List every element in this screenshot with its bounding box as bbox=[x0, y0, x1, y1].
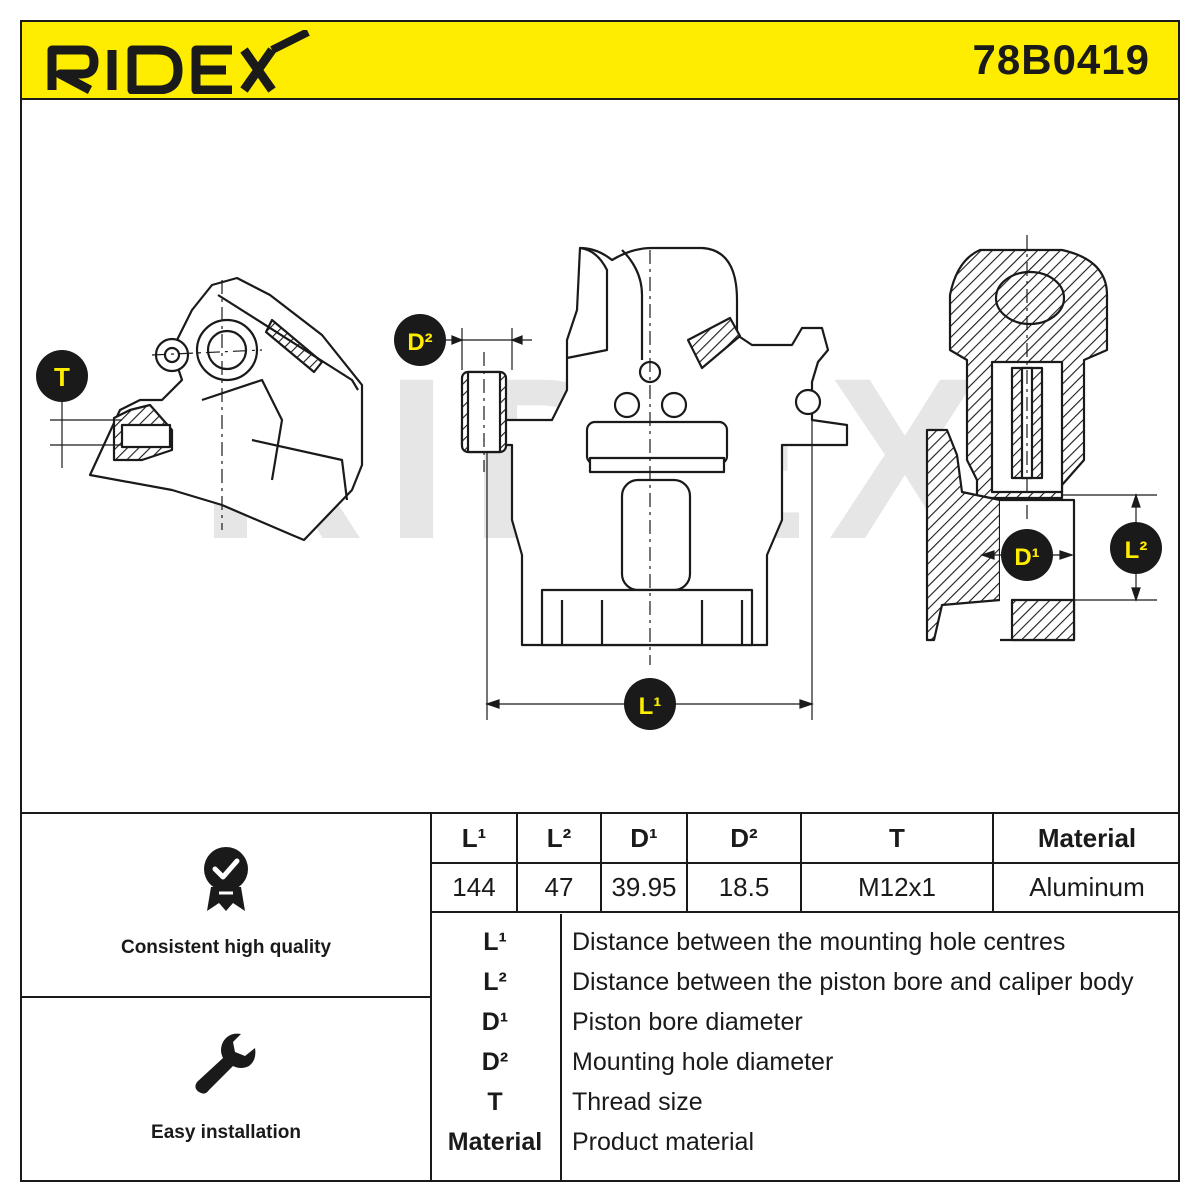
callout-d2-label: D² bbox=[407, 329, 432, 356]
feature-divider bbox=[20, 996, 430, 998]
legend-desc-material: Product material bbox=[572, 1128, 755, 1156]
callout-t-label: T bbox=[54, 362, 70, 392]
callout-d1-label: D¹ bbox=[1014, 544, 1039, 571]
section-divider bbox=[20, 812, 1180, 814]
spec-value-l2: 47 bbox=[516, 862, 602, 913]
spec-value-l1: 144 bbox=[430, 862, 518, 913]
spec-header-d2: D² bbox=[686, 814, 802, 864]
spec-header-l1: L¹ bbox=[430, 814, 518, 864]
legend-key-l1: L¹ bbox=[483, 928, 507, 956]
legend-row-material: Material Product material bbox=[430, 1128, 1180, 1168]
callout-t: T bbox=[36, 350, 88, 402]
legend-row-d2: D² Mounting hole diameter bbox=[430, 1048, 1180, 1088]
feature-installation: Easy installation bbox=[22, 1030, 430, 1143]
spec-value-material: Aluminum bbox=[992, 862, 1180, 913]
callout-l1-label: L¹ bbox=[639, 693, 662, 720]
callout-d2: D² bbox=[394, 314, 446, 366]
spec-header-row: L¹ L² D¹ D² T Material bbox=[430, 814, 1180, 864]
legend-key-d2: D² bbox=[481, 1048, 509, 1076]
callout-d1: D¹ bbox=[1001, 529, 1053, 581]
dimension-legend: L¹ Distance between the mounting hole ce… bbox=[430, 914, 1180, 1182]
legend-row-l1: L¹ Distance between the mounting hole ce… bbox=[430, 928, 1180, 968]
spec-header-d1: D¹ bbox=[600, 814, 688, 864]
callout-l1: L¹ bbox=[624, 678, 676, 730]
spec-header-l2: L² bbox=[516, 814, 602, 864]
part-number: 78B0419 bbox=[972, 36, 1150, 83]
dimension-t bbox=[50, 390, 122, 468]
dimension-d2 bbox=[442, 328, 532, 370]
column-divider bbox=[430, 812, 432, 1182]
legend-separator bbox=[560, 914, 562, 1182]
spec-header-material: Material bbox=[992, 814, 1180, 864]
spec-value-d1: 39.95 bbox=[600, 862, 688, 913]
callout-l2: L² bbox=[1110, 522, 1162, 574]
spec-table: L¹ L² D¹ D² T Material 144 47 39.95 18.5… bbox=[430, 814, 1180, 913]
caliper-section-view bbox=[925, 235, 1109, 642]
feature-installation-label: Easy installation bbox=[151, 1122, 301, 1143]
spec-header-t: T bbox=[800, 814, 994, 864]
legend-key-material: Material bbox=[447, 1128, 543, 1156]
caliper-drawing: RIDEX bbox=[36, 235, 1162, 730]
legend-row-d1: D¹ Piston bore diameter bbox=[430, 1008, 1180, 1048]
feature-quality-label: Consistent high quality bbox=[120, 937, 332, 958]
header-bar: 78B0419 bbox=[20, 20, 1180, 100]
page-frame bbox=[20, 20, 1180, 1182]
legend-key-t: T bbox=[487, 1088, 503, 1116]
legend-row-l2: L² Distance between the piston bore and … bbox=[430, 968, 1180, 1008]
callout-l2-label: L² bbox=[1125, 537, 1148, 564]
legend-desc-d2: Mounting hole diameter bbox=[572, 1048, 834, 1076]
ridex-logo bbox=[47, 30, 310, 94]
legend-desc-l2: Distance between the piston bore and cal… bbox=[572, 968, 1134, 996]
spec-value-d2: 18.5 bbox=[686, 862, 802, 913]
spec-value-row: 144 47 39.95 18.5 M12x1 Aluminum bbox=[430, 862, 1180, 913]
legend-desc-d1: Piston bore diameter bbox=[572, 1008, 803, 1036]
legend-key-d1: D¹ bbox=[481, 1008, 509, 1036]
legend-key-l2: L² bbox=[483, 968, 507, 996]
feature-quality: Consistent high quality bbox=[22, 845, 430, 958]
quality-badge-icon bbox=[204, 847, 248, 911]
caliper-side-view bbox=[88, 276, 364, 542]
wrench-icon bbox=[195, 1033, 256, 1094]
spec-value-t: M12x1 bbox=[800, 862, 994, 913]
caliper-front-view bbox=[460, 246, 849, 665]
legend-row-t: T Thread size bbox=[430, 1088, 1180, 1128]
technical-drawing: RIDEX bbox=[22, 100, 1178, 812]
legend-desc-t: Thread size bbox=[572, 1088, 703, 1116]
legend-desc-l1: Distance between the mounting hole centr… bbox=[572, 928, 1066, 956]
